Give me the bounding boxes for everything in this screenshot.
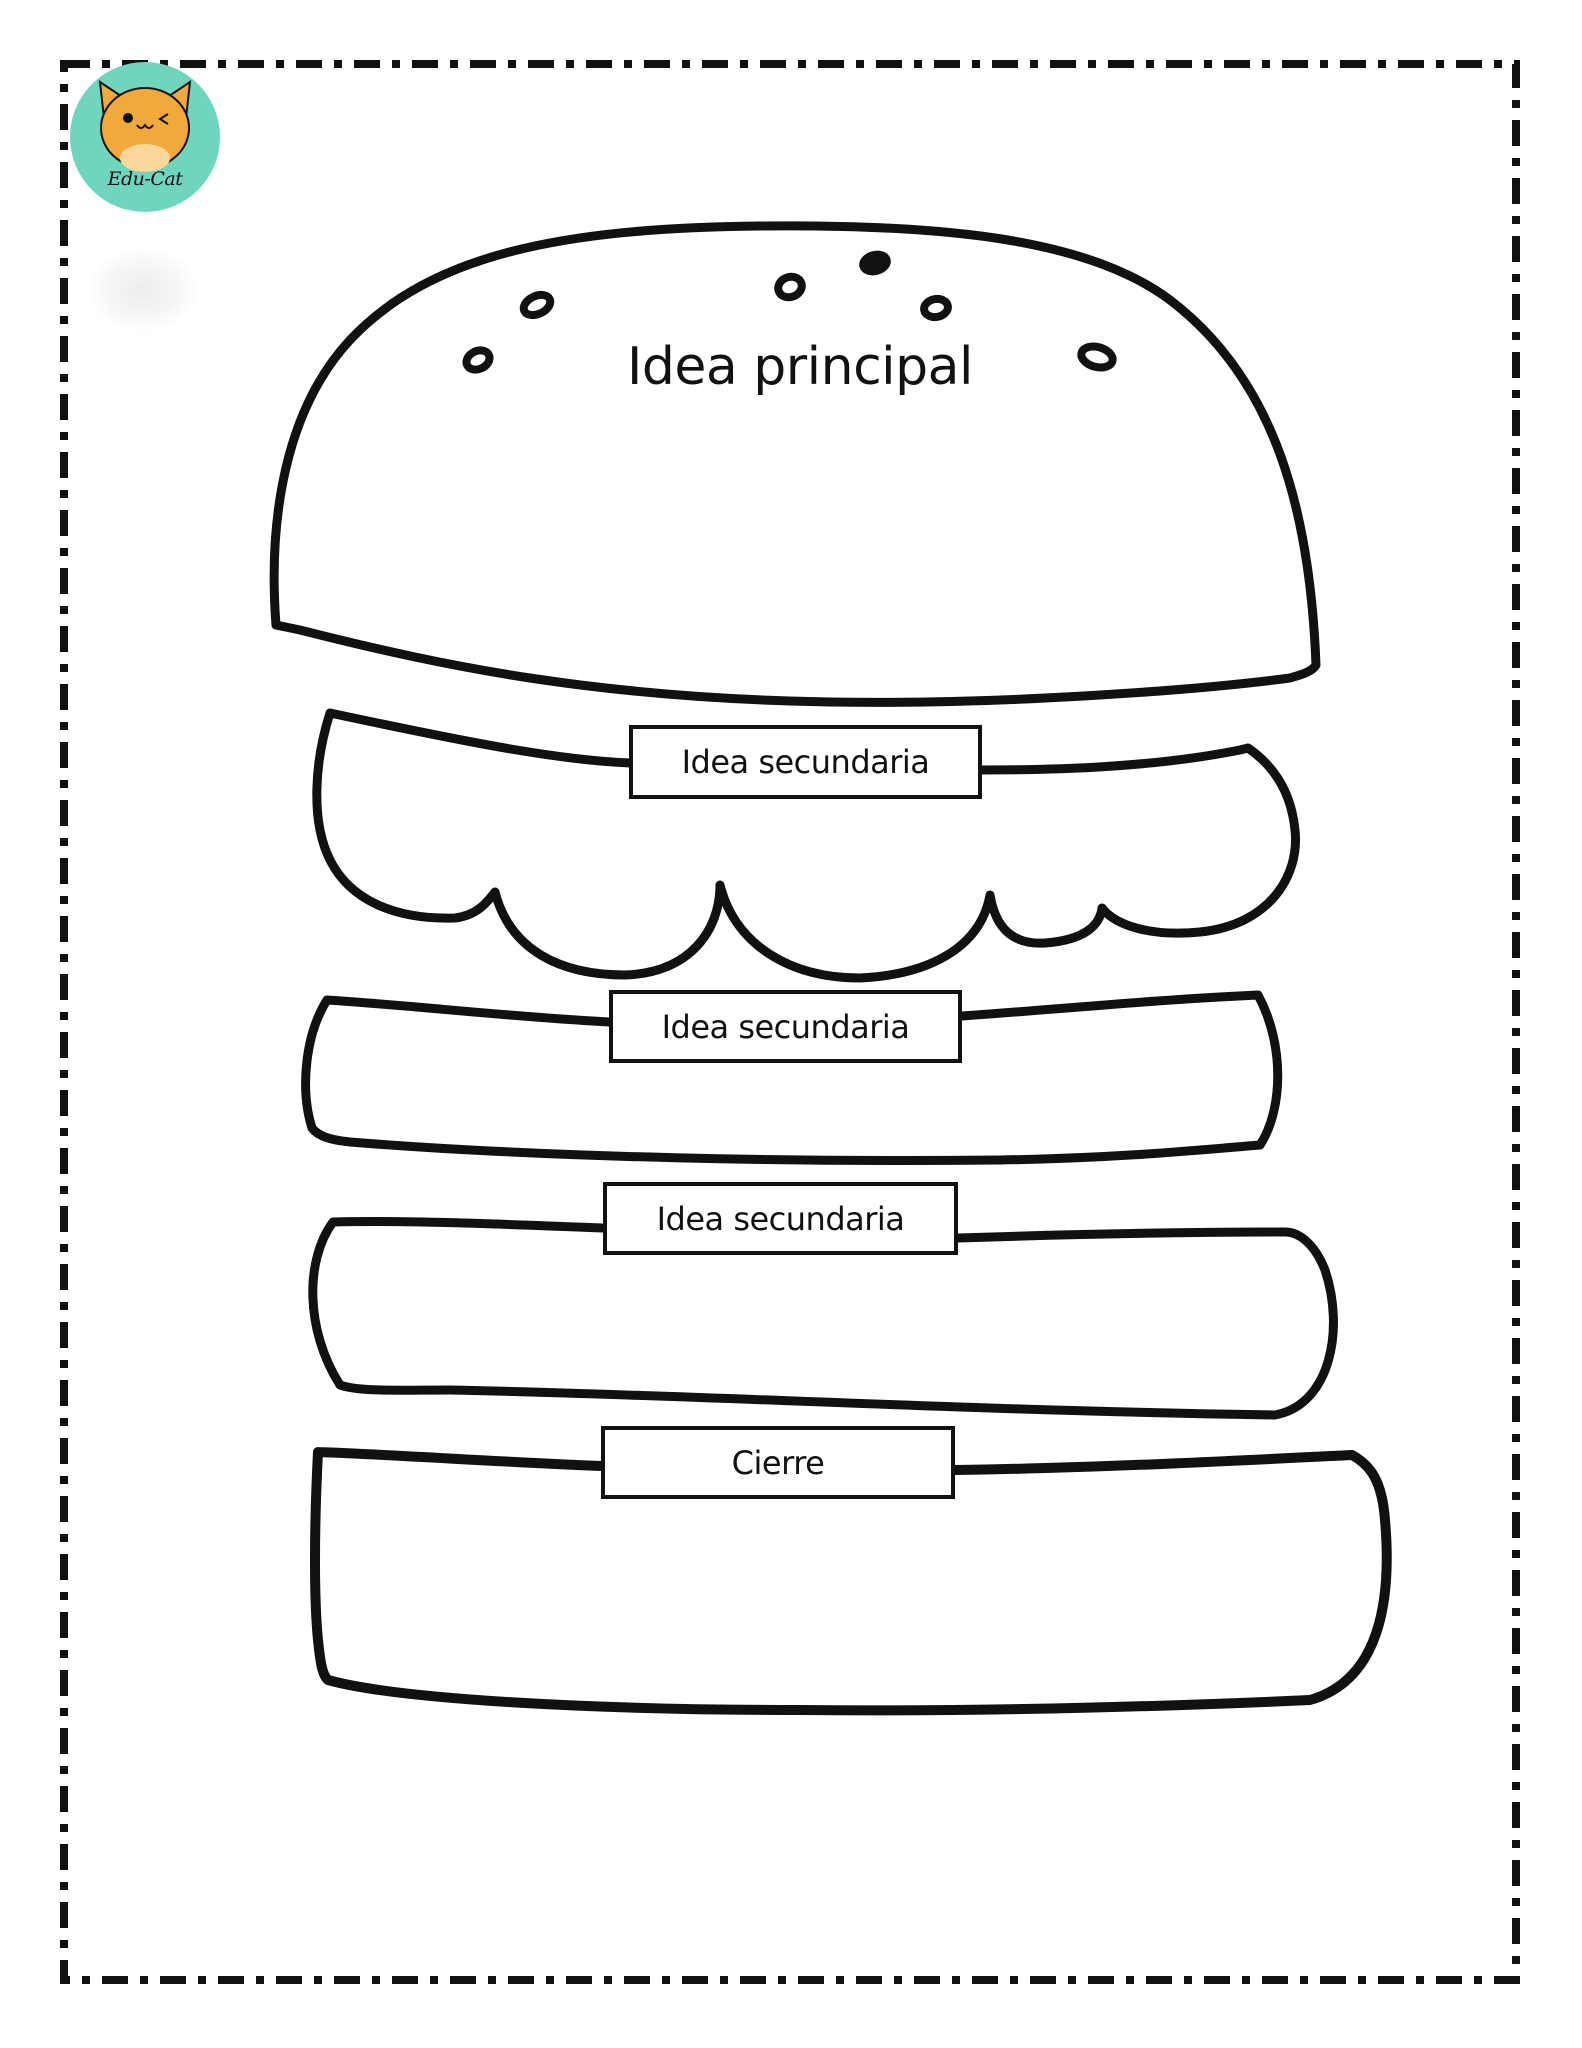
secondary-idea-box-1[interactable]: Idea secundaria <box>629 725 982 799</box>
secondary-idea-box-2[interactable]: Idea secundaria <box>609 990 962 1063</box>
edu-cat-logo-icon <box>70 62 220 212</box>
top-bun-shape <box>269 221 1321 707</box>
closing-box[interactable]: Cierre <box>601 1426 955 1499</box>
secondary-idea-box-3[interactable]: Idea secundaria <box>603 1182 958 1255</box>
main-idea-label: Idea principal <box>627 337 973 397</box>
lettuce-shape <box>312 708 1301 983</box>
logo-text: Edu-Cat <box>107 168 183 190</box>
sesame-seeds <box>462 250 1117 374</box>
bottom-bun-shape <box>310 1447 1392 1716</box>
patty-shape <box>301 990 1283 1165</box>
smudge-mark <box>88 248 198 332</box>
cheese-shape <box>308 1216 1338 1420</box>
